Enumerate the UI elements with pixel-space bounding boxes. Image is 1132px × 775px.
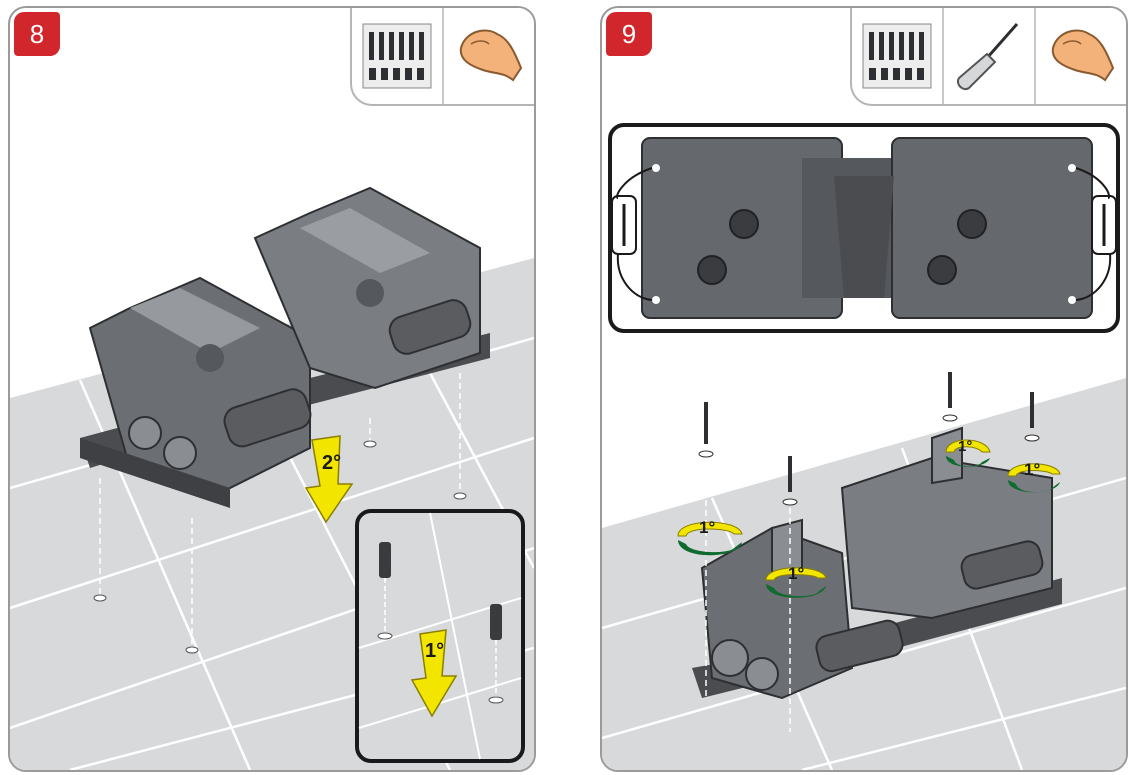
required-tools: [350, 8, 534, 106]
step-9-illustration: [602, 123, 1126, 770]
screwdriver-icon: [957, 23, 1019, 90]
hand-icon: [459, 29, 523, 82]
upper-arrow: [410, 629, 458, 718]
required-tools: [850, 8, 1126, 106]
rotation-label-left: 1°: [699, 518, 716, 537]
screw-kit-icon: [362, 23, 432, 89]
pump-housing: [80, 186, 490, 508]
second-step-label: 2°: [322, 452, 342, 474]
step-8-illustration: [10, 186, 534, 770]
rotation-arrows: [677, 439, 1061, 598]
lower-arrow: [304, 435, 354, 524]
rotation-label-center: 1°: [788, 564, 805, 583]
floor-holes: [93, 440, 467, 654]
step-9-panel: 9: [600, 6, 1128, 772]
tool-hand: [442, 8, 534, 104]
tool-screw-kit: [352, 8, 442, 104]
rotation-label-back: 1°: [958, 438, 973, 455]
anchor-detail-inset: [355, 509, 525, 763]
screws: [698, 372, 1040, 732]
base-top-view-inset: [608, 123, 1120, 333]
first-step-label: 1°: [425, 640, 445, 662]
tool-screwdriver: [942, 8, 1034, 104]
tool-screw-kit: [852, 8, 942, 104]
hand-icon: [1051, 29, 1115, 82]
tool-hand: [1034, 8, 1126, 104]
step-number-badge: 9: [606, 12, 652, 56]
screw-kit-icon: [862, 23, 932, 89]
alignment-lines: [99, 373, 461, 648]
step-8-panel: 8 2° 1°: [8, 6, 536, 772]
step-number-badge: 8: [14, 12, 60, 56]
rotation-label-right: 1°: [1024, 460, 1041, 479]
